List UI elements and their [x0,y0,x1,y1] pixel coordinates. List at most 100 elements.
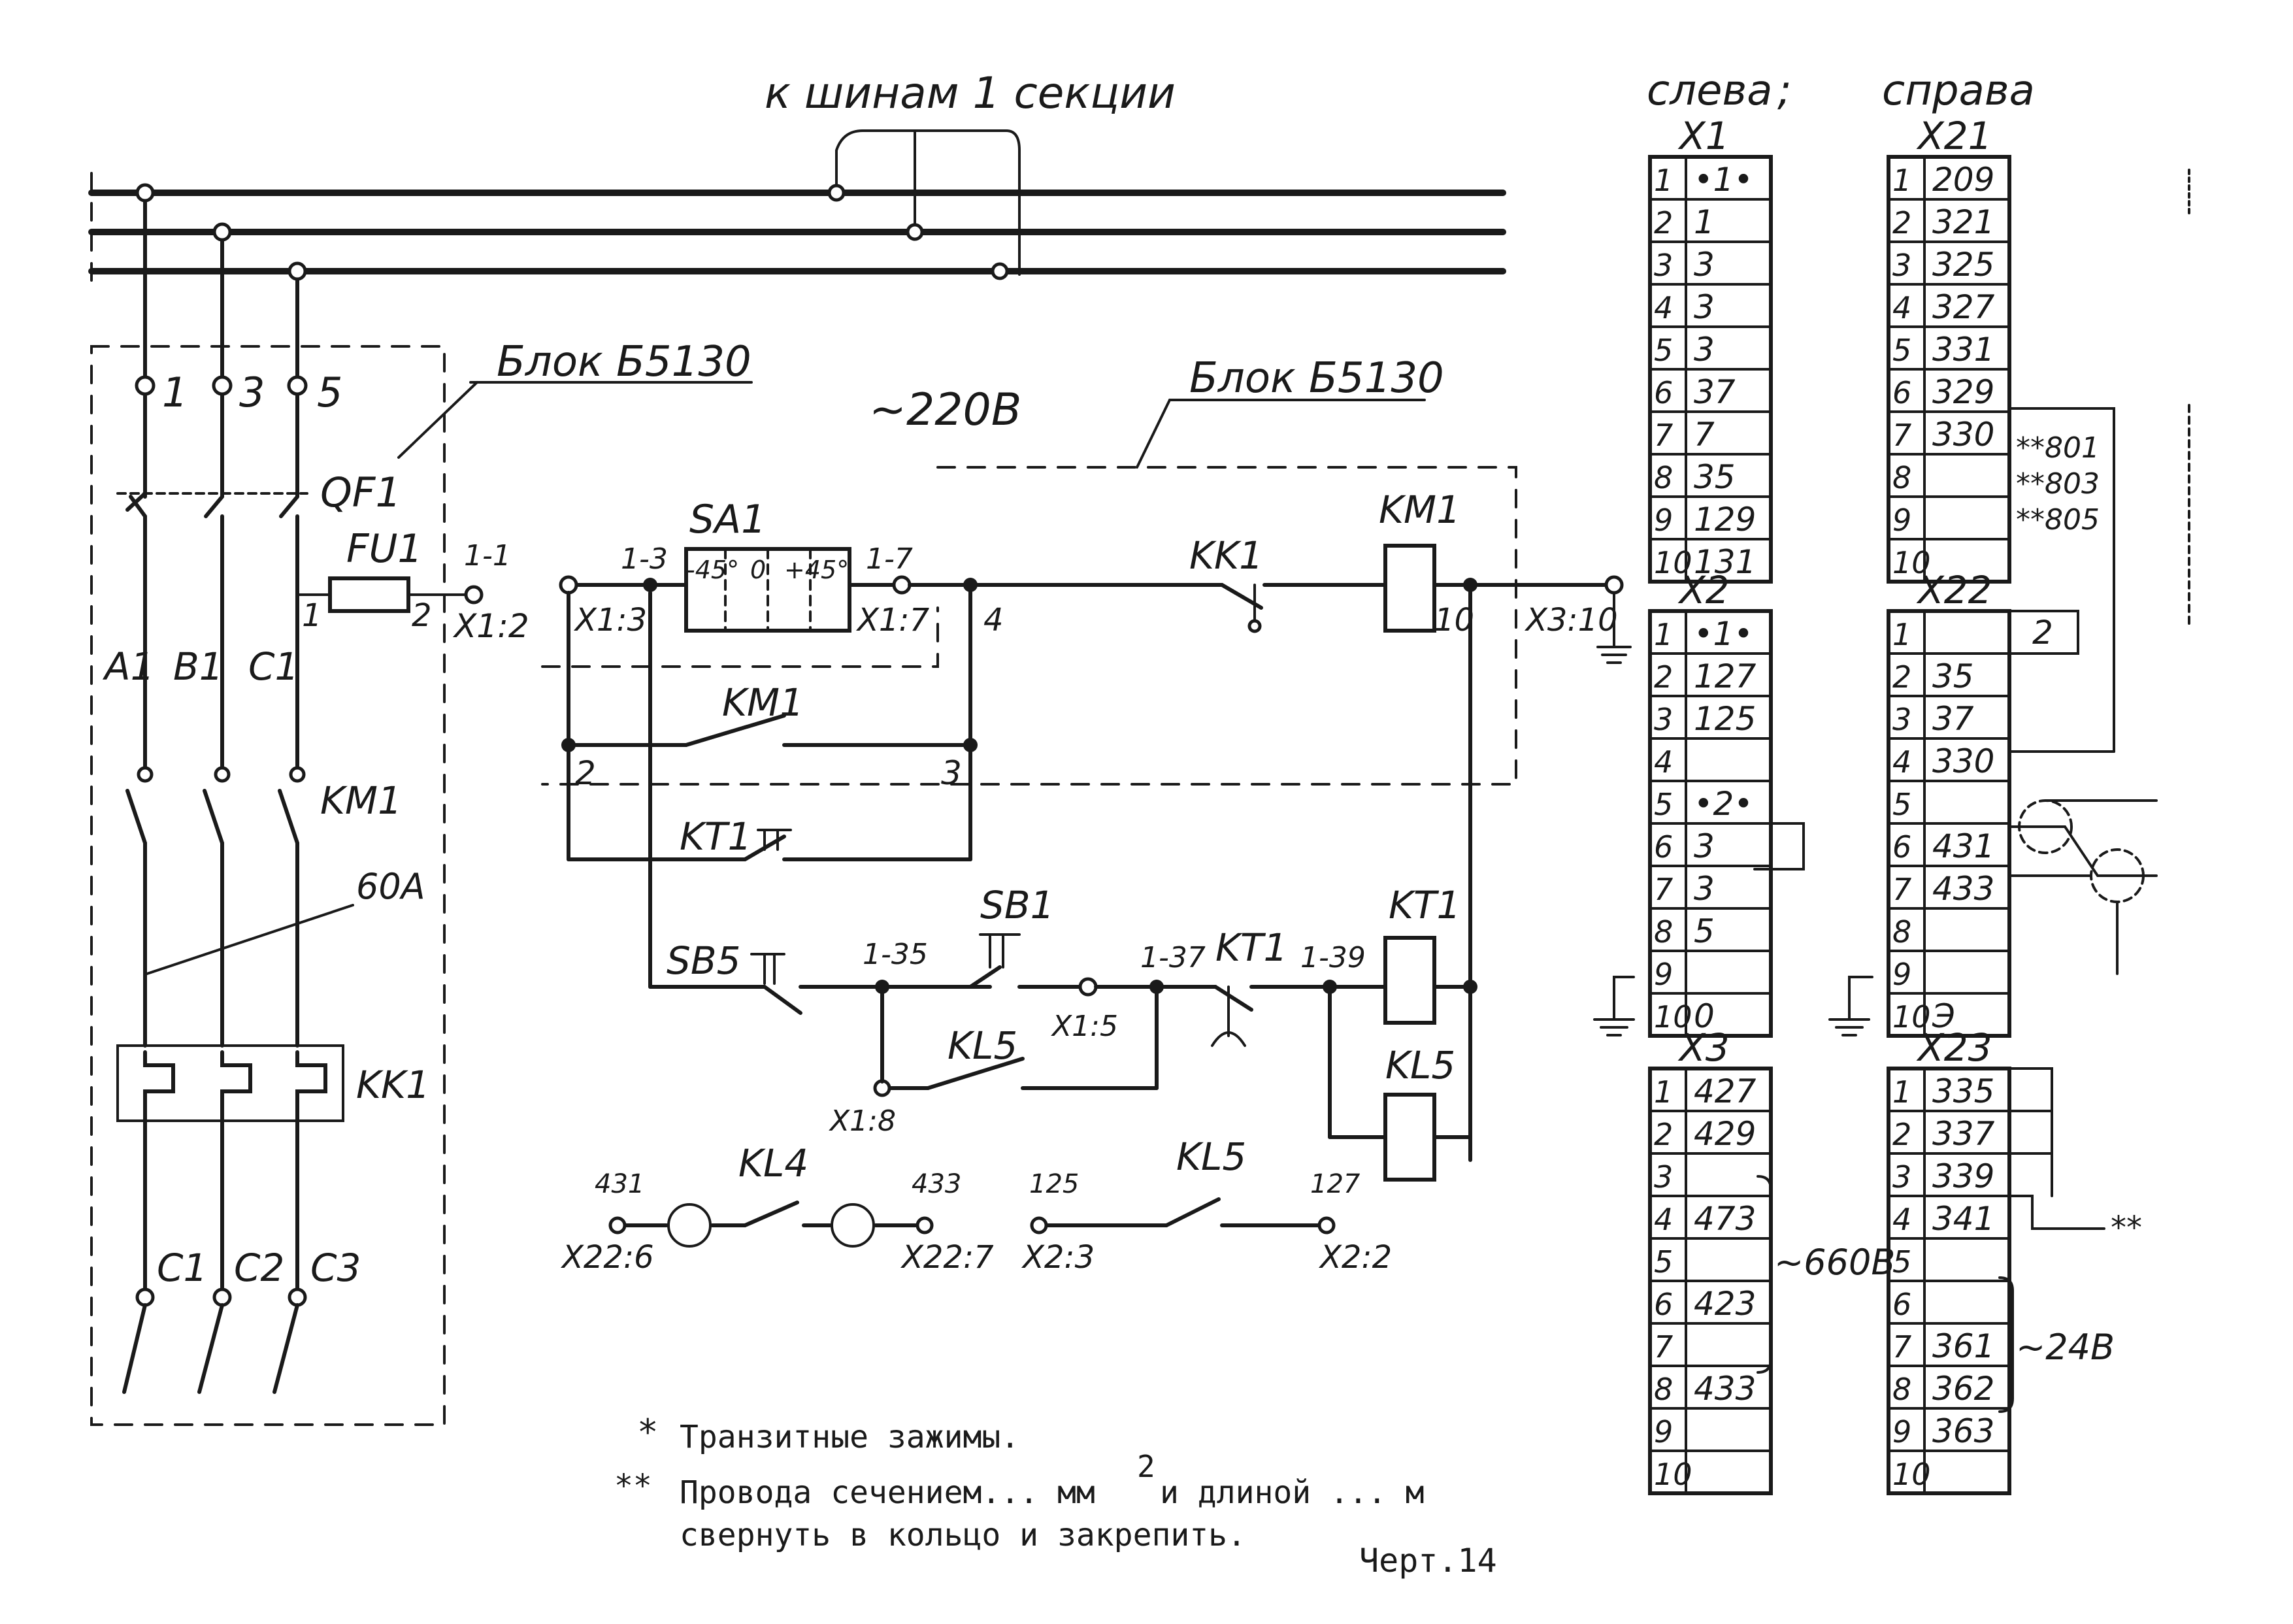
terminal-number: 7 [1654,872,1673,907]
terminal-number: 7 [1654,418,1673,453]
output-c3: C3 [310,1246,361,1290]
bus-label: к шинам 1 секции [765,68,1176,118]
term-x22-6: X22:6 [560,1239,654,1276]
terminal-number: 9 [1892,1414,1911,1450]
kt1-branch-label: KT1 [680,814,751,859]
terminal-number: 5 [1654,1244,1673,1280]
node-1-39: 1-39 [1300,941,1366,974]
block-label-right: Блок Б5130 [1189,354,1444,403]
terminal-number: 1 [1892,1074,1911,1110]
terminal-wire: 131 [1694,543,1756,581]
node-4: 4 [983,602,1004,638]
terminal-wire: 127 [1694,657,1757,695]
terminal-wire: 427 [1694,1072,1757,1110]
terminal-wire: 7 [1694,416,1715,454]
x21-note-801: **801 [2016,431,2100,465]
node-x1-7: X1:7 [855,602,930,638]
terminal-wire: 329 [1932,373,1994,411]
node-x1-3: X1:3 [573,602,647,638]
terminal-wire: 3 [1694,246,1715,284]
fuse-pin-1: 1 [302,597,322,634]
phase-number-1: 1 [162,369,188,416]
terminal-number: 3 [1654,1159,1673,1195]
left-header-separator: ; [1777,67,1792,115]
terminal-wire: 433 [1932,870,1994,908]
node-3: 3 [941,754,962,792]
fuse-out-node: 1-1 [464,539,511,572]
terminal-wire: 362 [1932,1370,1994,1408]
switch-pos-minus: -45° [686,555,739,584]
terminal-number: 4 [1654,744,1673,780]
terminal-number: 8 [1654,460,1673,495]
terminal-number: 6 [1654,375,1673,410]
terminal-wire: 431 [1932,827,1994,865]
node-1-3: 1-3 [621,542,668,576]
terminal-wire: 35 [1694,458,1736,496]
terminal-wire: 3 [1694,870,1715,908]
terminal-number: 9 [1654,1414,1673,1450]
terminal-number: 3 [1892,1159,1911,1195]
phase-number-5: 5 [317,369,342,416]
feeder-a1: A1 [102,644,155,689]
term-x2-3: X2:3 [1021,1239,1095,1276]
sb5-label: SB5 [667,938,741,983]
x22-side-2: 2 [2032,614,2053,652]
terminal-wire: 37 [1932,700,1974,738]
fuse-out-term: X1:2 [452,607,529,645]
terminal-number: 2 [1892,1117,1911,1152]
terminal-wire: 3 [1694,331,1715,369]
terminal-wire: 341 [1932,1200,1994,1238]
terminal-number: 3 [1654,248,1673,283]
terminal-number: 7 [1892,418,1911,453]
note2-sup: 2 [1137,1449,1155,1484]
terminal-number: 8 [1654,1372,1673,1407]
terminal-number: 10 [1654,999,1692,1035]
terminal-wire: 331 [1932,331,1994,369]
terminal-number: 9 [1654,503,1673,538]
terminal-number: 5 [1654,787,1673,822]
terminal-wire: 129 [1694,501,1756,539]
node-1-7: 1-7 [866,542,913,576]
terminal-block-title: X3 [1677,1025,1730,1070]
note2-text-b: и длиной ... м [1160,1474,1425,1511]
busbars: к шинам 1 секции [88,68,1506,289]
terminal-number: 6 [1892,1287,1911,1322]
terminal-wire: •1• [1694,615,1753,653]
phase-number-3: 3 [239,369,265,416]
terminal-wire: •2• [1694,785,1753,823]
kt1-contact-label: KT1 [1215,925,1287,970]
terminal-wire: 3 [1694,827,1715,865]
terminal-wire: •1• [1694,161,1753,199]
node-x3-10: X3:10 [1524,602,1618,638]
terminal-wire: 3 [1694,288,1715,326]
kl5-bottom-label: KL5 [1176,1135,1246,1179]
terminal-number: 4 [1654,1202,1673,1237]
kl5-par-label: KL5 [948,1023,1017,1068]
terminal-wire: 209 [1932,161,1994,199]
terminal-wire: 337 [1932,1115,1995,1153]
km1-coil-label: KM1 [1379,488,1460,532]
fuse-pin-2: 2 [412,597,432,634]
terminal-number: 9 [1892,503,1911,538]
terminal-wire: 335 [1932,1072,1994,1110]
block-label-left: Блок Б5130 [497,338,751,386]
x23-note: ** [2111,1210,2142,1246]
terminal-number: 10 [1654,545,1692,580]
term-x22-7: X22:7 [900,1239,994,1276]
left-header: слева [1647,67,1772,115]
terminal-number: 2 [1654,1117,1673,1152]
thermal-relay-label: KK1 [356,1063,430,1107]
switch-pos-plus: +45° [784,555,849,584]
terminal-number: 7 [1892,1329,1911,1365]
terminal-wire: 473 [1694,1200,1756,1238]
feeder-b1: B1 [173,644,223,689]
feeder-c1: C1 [248,644,299,689]
node-1-37: 1-37 [1140,941,1206,974]
terminal-number: 3 [1654,702,1673,737]
node-x1-8: X1:8 [829,1104,896,1138]
